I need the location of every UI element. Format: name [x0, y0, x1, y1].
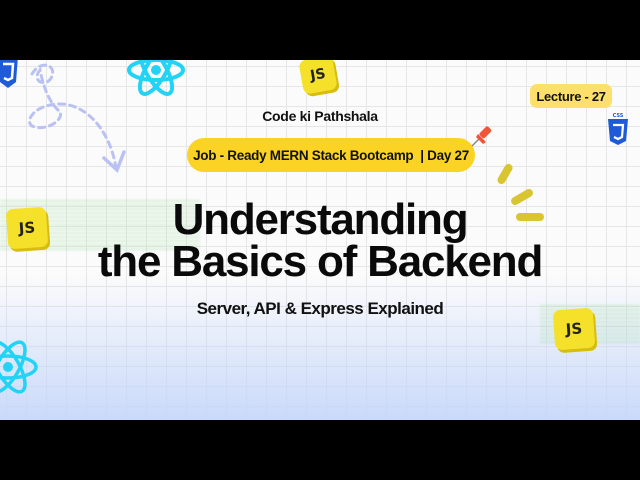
ray-decoration [516, 213, 544, 221]
thumbnail-canvas: JS Code ki Pathshala Job - Ready MERN St… [0, 60, 640, 420]
dashed-arrow-decoration [28, 63, 126, 174]
javascript-icon: JS [552, 307, 596, 351]
ray-decoration [496, 162, 514, 186]
lecture-badge: Lecture - 27 [530, 84, 612, 108]
react-icon [127, 60, 185, 96]
pushpin-icon [471, 126, 492, 147]
course-day-pill: Job - Ready MERN Stack Bootcamp | Day 27 [187, 138, 475, 172]
title-line-2: the Basics of Backend [97, 237, 544, 286]
css3-icon: CSS [608, 113, 628, 145]
channel-name: Code ki Pathshala [262, 108, 378, 124]
title-line-1: Understanding [172, 195, 469, 244]
svg-text:CSS: CSS [613, 113, 624, 119]
js-icon-label: JS [309, 65, 327, 85]
js-icon-label: JS [565, 319, 583, 339]
javascript-icon: JS [298, 60, 338, 95]
react-icon [0, 340, 38, 394]
subtitle: Server, API & Express Explained [196, 299, 444, 318]
css3-icon [0, 60, 18, 88]
